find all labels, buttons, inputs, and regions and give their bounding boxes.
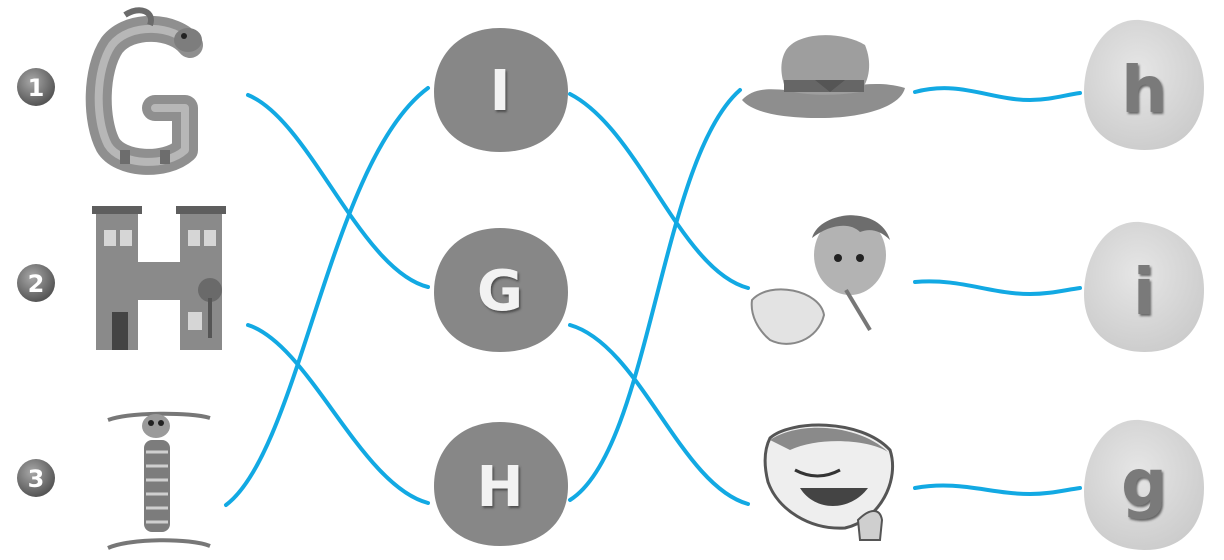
insect-letter-i-icon[interactable] [107, 411, 211, 550]
answer-lines [224, 86, 1082, 507]
row-number-1: 1 [17, 68, 55, 106]
lowercase-letter-label: i [1133, 256, 1155, 330]
row-number-1-label: 1 [28, 74, 45, 102]
connect-line-I-to-sick [568, 92, 750, 290]
row-number-3: 3 [17, 459, 55, 497]
connect-line-sick-to-i [913, 279, 1082, 297]
connect-line-g-to-G [246, 93, 430, 289]
lowercase-letter-label: g [1121, 447, 1167, 521]
uppercase-blob-I[interactable]: I [434, 28, 568, 152]
connect-line-laugh-to-g [913, 483, 1082, 497]
connect-line-H-to-hat [568, 88, 742, 502]
sick-person-icon[interactable] [750, 215, 890, 345]
uppercase-letter-label: G [477, 259, 523, 324]
connect-line-hat-to-h [913, 86, 1082, 103]
lowercase-letter-label: h [1121, 54, 1167, 128]
row-number-2-label: 2 [28, 270, 45, 298]
uppercase-blob-G[interactable]: G [434, 228, 568, 352]
row-number-2: 2 [17, 264, 55, 302]
lowercase-blob-i[interactable]: i [1084, 221, 1204, 352]
building-letter-h-icon[interactable] [92, 206, 226, 350]
dinosaur-letter-g-icon[interactable] [85, 7, 203, 175]
uppercase-letter-label: H [477, 455, 524, 520]
connect-line-i-to-I [224, 86, 430, 507]
laughing-face-icon[interactable] [763, 423, 895, 541]
lowercase-blob-h[interactable]: h [1084, 19, 1204, 151]
uppercase-letter-label: I [490, 59, 511, 124]
connect-line-h-to-H [246, 323, 430, 505]
uppercase-blob-H[interactable]: H [434, 422, 568, 546]
connect-line-G-to-laugh [568, 323, 750, 506]
lowercase-blob-g[interactable]: g [1084, 419, 1204, 550]
hat-icon[interactable] [742, 35, 905, 118]
row-number-3-label: 3 [28, 465, 45, 493]
